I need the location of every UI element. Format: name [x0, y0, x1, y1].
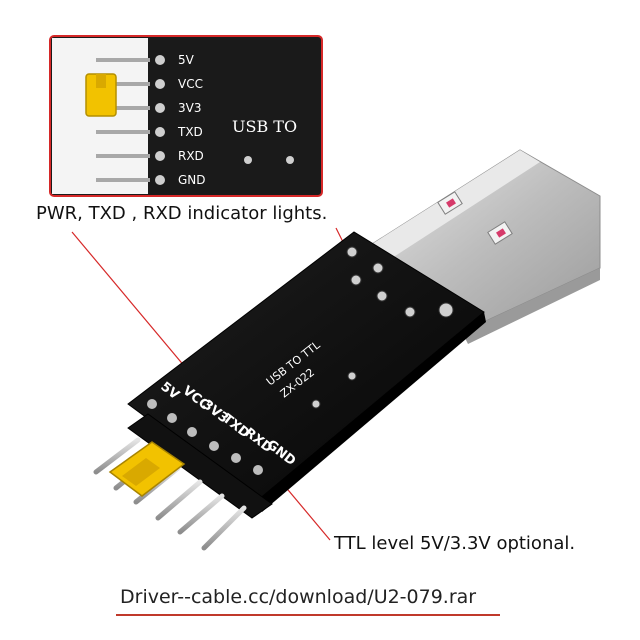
inset-label-txd: TXD [177, 125, 203, 139]
inset-pin-labels: 5V VCC 3V3 TXD RXD GND [177, 53, 206, 187]
jumper-cap [108, 441, 186, 497]
pcb-holes [311, 246, 454, 409]
inset-board-text: USB TO [232, 117, 297, 136]
pin-header [93, 413, 273, 551]
indicator-lights-caption: PWR, TXD , RXD indicator lights. [36, 203, 328, 224]
inset-jumper [85, 73, 117, 117]
inset-label-gnd: GND [178, 173, 206, 187]
inset-label-3v3: 3V3 [178, 101, 201, 115]
inset-label-5v: 5V [178, 53, 195, 67]
pcb-board: 5V VCC 3V3 TXD RXD GND USB TO TTL ZX-022 [127, 231, 486, 512]
pcb-pads [147, 399, 263, 475]
inset-label-vcc: VCC [178, 77, 203, 91]
driver-link-underline [116, 614, 500, 616]
ttl-level-caption: TTL level 5V/3.3V optional. [334, 533, 576, 554]
driver-link[interactable]: Driver--cable.cc/download/U2-079.rar [120, 586, 477, 608]
inset-pad-holes [155, 55, 294, 185]
inset-header-pins [96, 58, 150, 182]
inset-label-rxd: RXD [178, 149, 204, 163]
inset-closeup: 5V VCC 3V3 TXD RXD GND USB TO [49, 35, 323, 197]
